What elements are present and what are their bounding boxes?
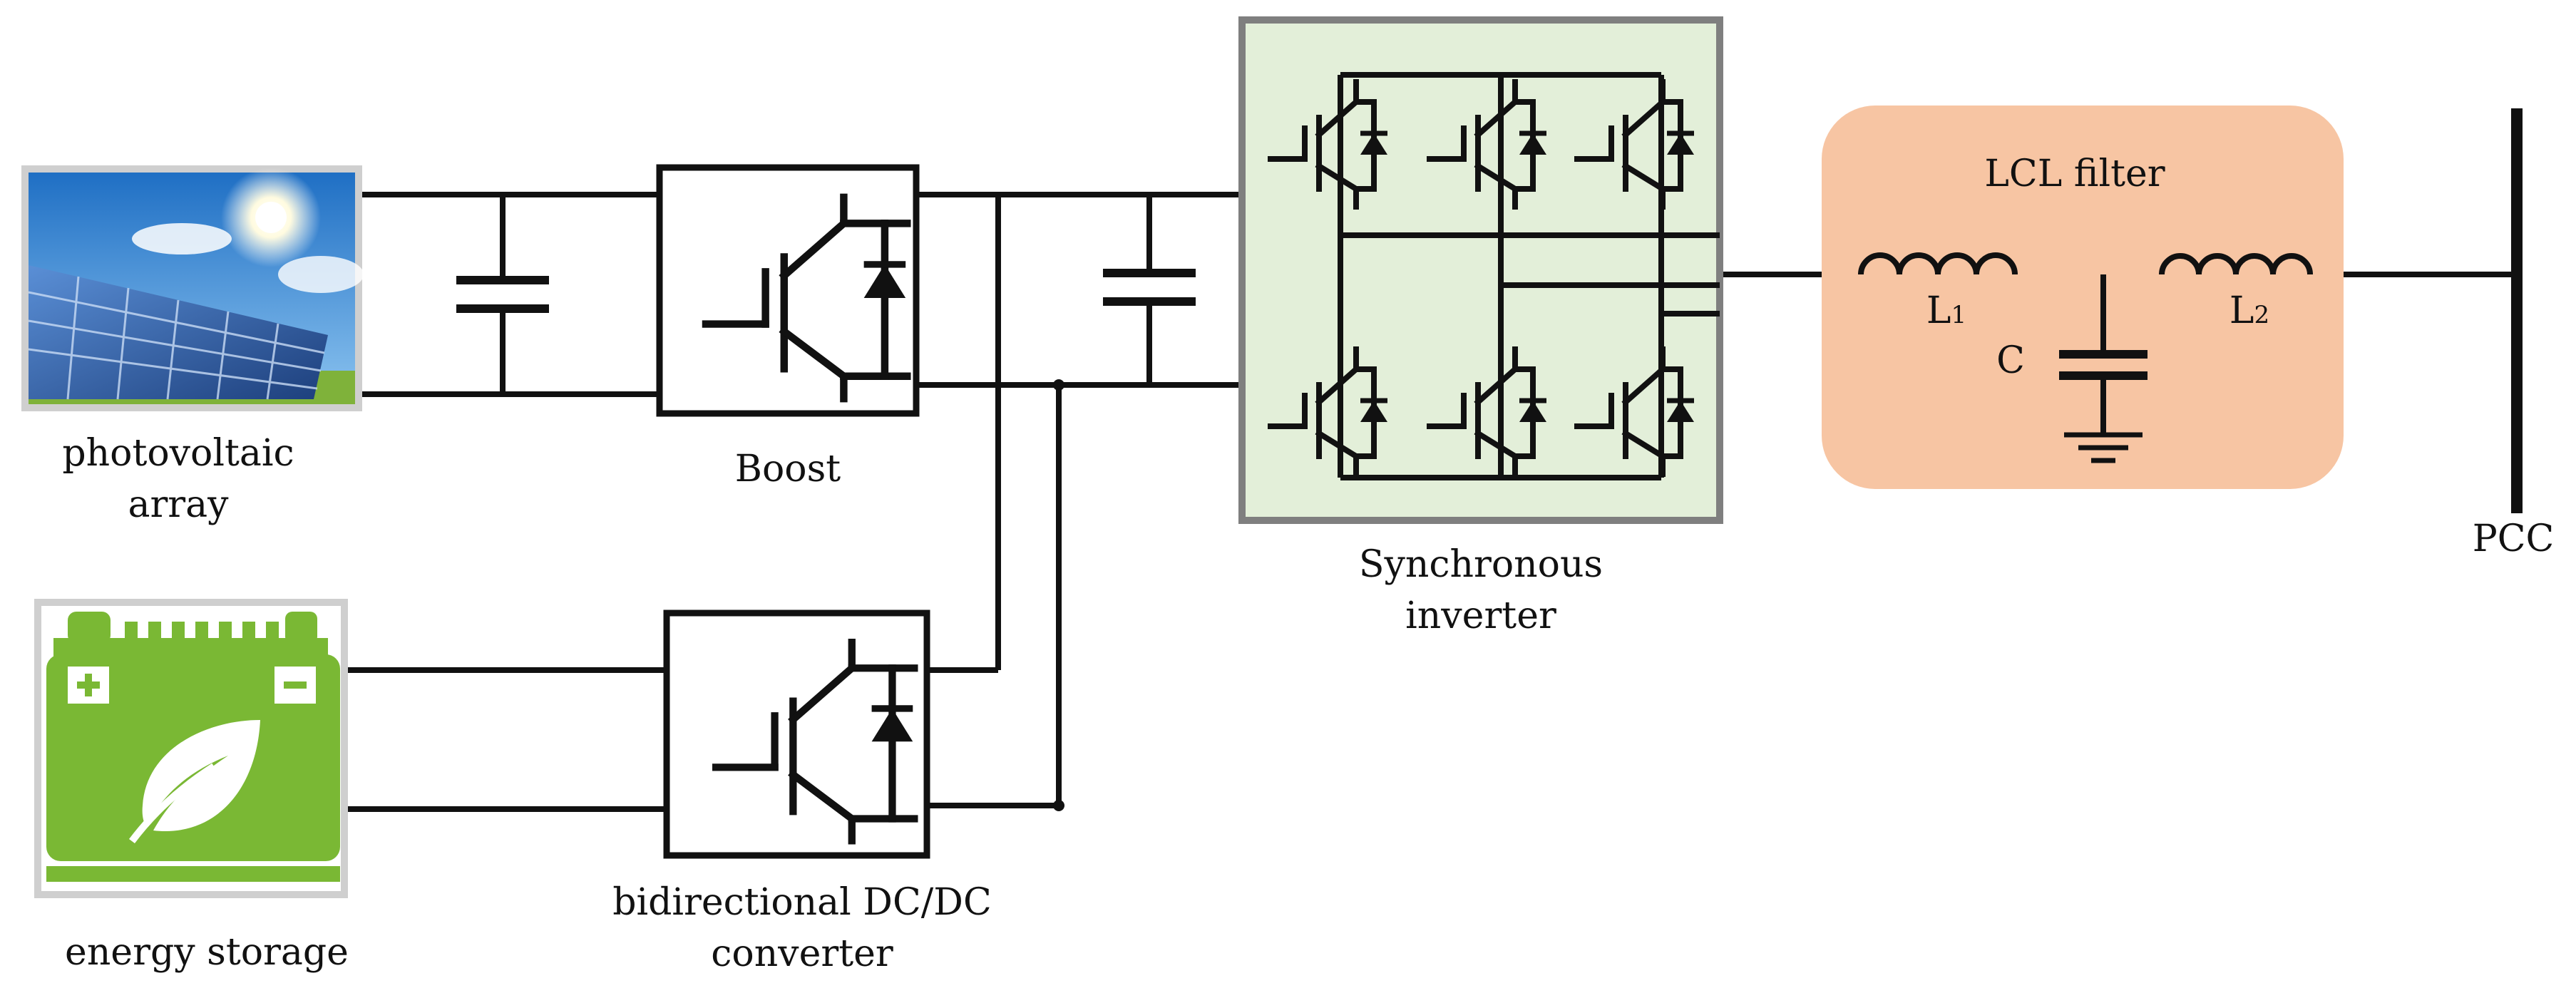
l1-subscript: 1 — [1951, 301, 1967, 329]
inverter-label-line1: Synchronous — [1358, 543, 1603, 586]
storage-label: energy storage — [65, 931, 349, 974]
l1-main: L — [1926, 289, 1951, 332]
boost-converter — [656, 164, 920, 417]
lcl-filter-title: LCL filter — [1984, 153, 2165, 195]
inductor-l2 — [2159, 253, 2313, 275]
inductor-l2-label: L2 — [2200, 285, 2299, 341]
pv-label-line2: array — [128, 483, 229, 526]
battery-leaf-icon — [34, 599, 348, 898]
lcl-filter — [1822, 106, 2344, 489]
pv-label-line1: photovoltaic — [62, 432, 294, 475]
synchronous-inverter — [1238, 16, 1723, 524]
pcc-label: PCC — [2472, 518, 2555, 560]
l2-main: L — [2229, 289, 2254, 332]
solar-panel-icon — [21, 165, 364, 411]
inductor-l1 — [1858, 252, 2018, 275]
bidirectional-converter — [663, 609, 930, 859]
ground-icon — [2064, 432, 2143, 463]
inductor-l1-label: L1 — [1897, 285, 1996, 341]
bidirectional-label-line1: bidirectional DC/DC — [612, 881, 992, 924]
filter-capacitor — [2059, 274, 2147, 435]
bidirectional-label-line2: converter — [711, 932, 893, 975]
l2-subscript: 2 — [2254, 301, 2270, 329]
capacitor-label: C — [1996, 339, 2025, 382]
boost-label: Boost — [734, 448, 841, 490]
inverter-label-line2: inverter — [1405, 595, 1556, 637]
